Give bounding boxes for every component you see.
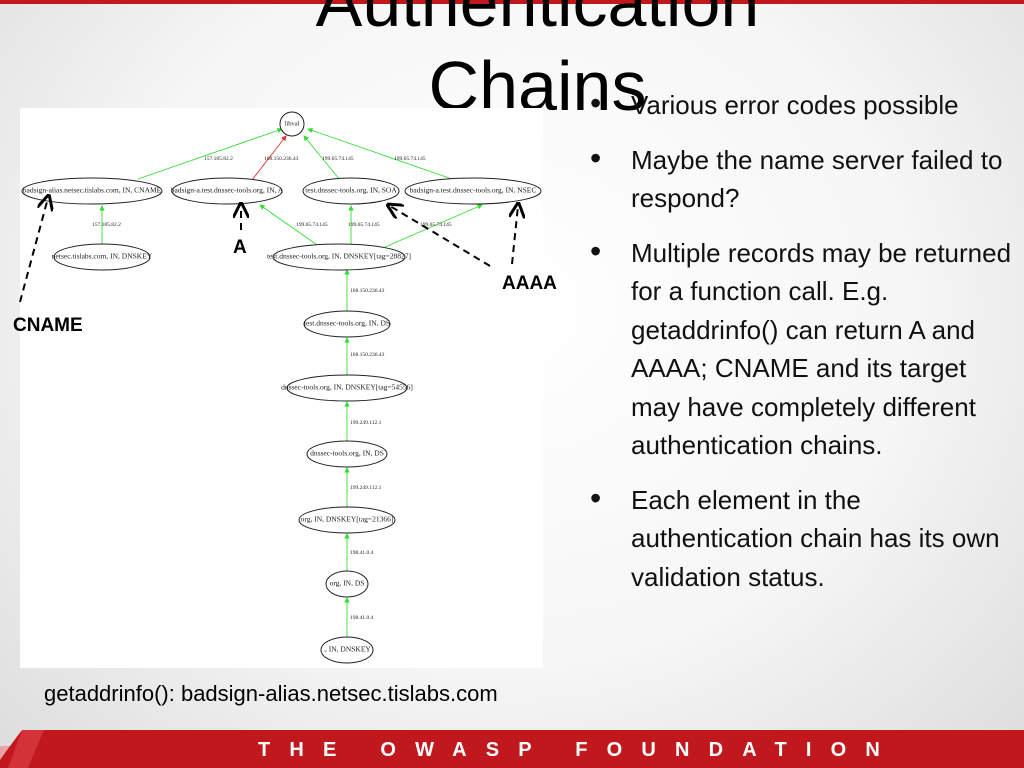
- top-accent-bar: [0, 0, 1024, 4]
- bullet-text: Each element in the authentication chain…: [631, 484, 1000, 592]
- node-test-dnskey: test.dnssec-tools.org, IN, DNSKEY[tag=28…: [267, 243, 411, 271]
- edge-label: 198.41.0.4: [350, 615, 374, 621]
- edge-label: 199.65.74.145: [296, 222, 328, 228]
- bullet-item: • Various error codes possible: [585, 86, 1015, 125]
- footer-brand: THE OWASP FOUNDATION: [258, 739, 900, 761]
- edge-a-libval: [251, 135, 287, 181]
- node-org-dnskey: org, IN, DNSKEY[tag=21366]: [298, 506, 396, 534]
- node-nsec: badsign-a.test.dnssec-tools.org, IN, NSE…: [404, 177, 542, 205]
- svg-text:netsec.tislabs.com, IN, DNSKEY: netsec.tislabs.com, IN, DNSKEY: [52, 252, 153, 261]
- edge-testkey-a: [259, 204, 321, 248]
- edge-label: 199.65.74.145: [394, 156, 426, 162]
- svg-text:test.dnssec-tools.org, IN, DS: test.dnssec-tools.org, IN, DS: [304, 319, 390, 328]
- edge-label: 168.150.236.43: [264, 156, 299, 162]
- bullet-item: • Each element in the authentication cha…: [585, 481, 1015, 597]
- bullet-text: Multiple records may be returned for a f…: [631, 237, 1012, 461]
- svg-text:dnssec-tools.org, IN, DNSKEY[t: dnssec-tools.org, IN, DNSKEY[tag=54556]: [281, 383, 413, 392]
- node-a: badsign-a.test.dnssec-tools.org, IN, A: [171, 177, 284, 205]
- edge-soa-libval: [303, 135, 341, 181]
- edge-cname-libval: [137, 127, 283, 180]
- footer-bar: [0, 730, 1024, 768]
- node-cname: badsign-alias.netsec.tislabs.com, IN, CN…: [21, 177, 163, 205]
- node-soa: test.dnssec-tools.org, IN, SOA: [302, 177, 400, 205]
- node-tislabs-dnskey: netsec.tislabs.com, IN, DNSKEY: [52, 243, 153, 271]
- edge-label: 199.249.112.1: [350, 420, 382, 426]
- svg-text:., IN, DNSKEY: ., IN, DNSKEY: [323, 645, 371, 654]
- diagram-caption: getaddrinfo(): badsign-alias.netsec.tisl…: [44, 681, 498, 706]
- bullet-dot-icon: •: [590, 139, 602, 176]
- node-org-ds: org, IN, DS: [325, 570, 369, 598]
- svg-text:test.dnssec-tools.org, IN, SOA: test.dnssec-tools.org, IN, SOA: [305, 186, 397, 195]
- edge-label: 199.249.112.1: [350, 485, 382, 491]
- edge-nsec-libval: [307, 127, 453, 180]
- edge-label: 168.150.236.43: [350, 352, 385, 358]
- node-root-dnskey: ., IN, DNSKEY: [320, 636, 374, 664]
- edge-label: 199.65.74.145: [420, 222, 452, 228]
- bullet-list: • Various error codes possible • Maybe t…: [585, 86, 1015, 612]
- edge-label: 168.150.236.43: [350, 288, 385, 294]
- svg-text:badsign-a.test.dnssec-tools.or: badsign-a.test.dnssec-tools.org, IN, A: [171, 186, 284, 195]
- edge-label: 157.185.82.2: [204, 156, 233, 162]
- svg-text:test.dnssec-tools.org, IN, DNS: test.dnssec-tools.org, IN, DNSKEY[tag=28…: [267, 252, 411, 261]
- svg-text:dnssec-tools.org, IN, DS: dnssec-tools.org, IN, DS: [310, 449, 384, 458]
- svg-text:badsign-a.test.dnssec-tools.or: badsign-a.test.dnssec-tools.org, IN, NSE…: [410, 186, 537, 195]
- edge-label: 199.65.74.145: [322, 156, 354, 162]
- svg-text:libval: libval: [285, 120, 300, 127]
- authentication-chain-diagram: 157.185.82.2 168.150.236.43 199.65.74.14…: [20, 108, 543, 668]
- bullet-text: Maybe the name server failed to respond?: [631, 144, 1003, 214]
- bullet-dot-icon: •: [590, 479, 602, 516]
- node-libval: libval: [279, 111, 305, 137]
- svg-text:org, IN, DS: org, IN, DS: [330, 579, 365, 588]
- edge-label: 157.185.82.2: [92, 222, 121, 228]
- node-dnssec-tools-ds: dnssec-tools.org, IN, DS: [306, 440, 388, 468]
- bullet-text: Various error codes possible: [631, 90, 959, 120]
- node-dnssec-tools-dnskey: dnssec-tools.org, IN, DNSKEY[tag=54556]: [281, 374, 413, 402]
- aaaa-label: AAAA: [502, 273, 557, 294]
- bullet-item: • Maybe the name server failed to respon…: [585, 141, 1015, 218]
- bullet-dot-icon: •: [590, 85, 602, 121]
- svg-text:badsign-alias.netsec.tislabs.c: badsign-alias.netsec.tislabs.com, IN, CN…: [23, 186, 162, 195]
- a-label: A: [233, 237, 247, 258]
- chain-graph: 157.185.82.2 168.150.236.43 199.65.74.14…: [21, 111, 542, 664]
- bullet-item: • Multiple records may be returned for a…: [585, 234, 1015, 465]
- bullet-dot-icon: •: [590, 232, 602, 269]
- edge-label: 199.65.74.145: [348, 222, 380, 228]
- node-test-ds: test.dnssec-tools.org, IN, DS: [303, 310, 391, 338]
- cname-label: CNAME: [13, 315, 83, 336]
- svg-text:org, IN, DNSKEY[tag=21366]: org, IN, DNSKEY[tag=21366]: [301, 515, 394, 524]
- edge-label: 198.41.0.4: [350, 550, 374, 556]
